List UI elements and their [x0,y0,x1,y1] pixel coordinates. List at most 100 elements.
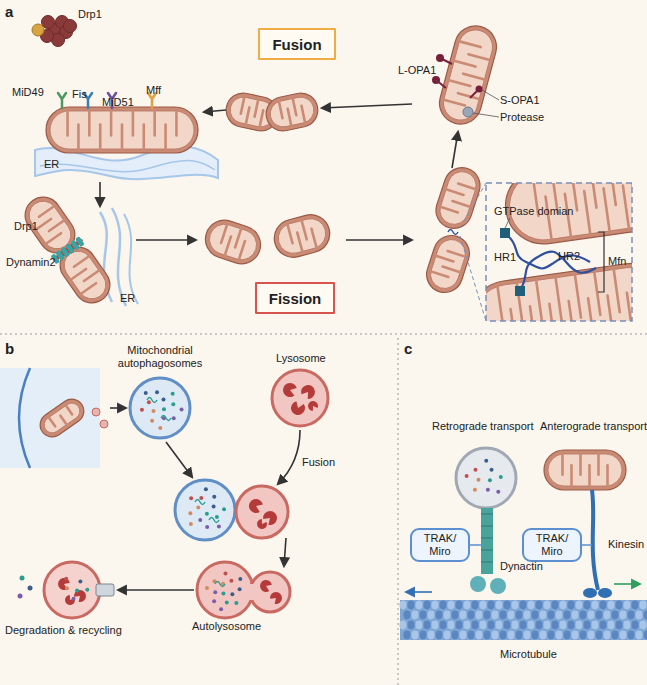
illustration-circle [151,409,155,413]
illustration-rect [206,220,261,263]
mitochondrion [431,163,484,233]
illustration-path [279,101,283,118]
illustration-rect [0,368,100,468]
illustration-ellipse [507,631,514,640]
illustration-ellipse [547,631,554,640]
illustration-ellipse [619,611,626,620]
illustration-ellipse [495,621,502,630]
illustration-circle [175,480,235,540]
part-label: Protease [500,111,544,124]
node-text: TRAK/ Miro [534,532,570,558]
illustration-ellipse [539,611,546,620]
illustration-path [570,465,573,486]
illustration-ellipse [419,611,426,620]
mitochondrion [422,231,474,297]
illustration-ellipse [627,611,634,620]
illustration-path [449,80,470,86]
illustration-path [291,401,305,415]
mitochondrion [263,90,321,134]
illustration-ellipse [407,621,414,630]
illustration-ellipse [543,621,550,630]
illustration-ellipse [523,631,530,640]
illustration-path [590,183,596,208]
illustration-path [270,592,282,604]
illustration-ellipse [435,631,442,640]
illustration-ellipse [491,631,498,640]
illustration-circle [490,468,494,472]
illustration-circle [150,419,154,423]
illustration-ellipse [487,621,494,630]
illustration-ellipse [543,601,550,610]
panel-letter: c [404,342,412,355]
illustration-ellipse [579,611,586,620]
part-label: Retrograde transport [432,420,534,433]
illustration-path [260,580,272,592]
illustration-ellipse [479,621,486,630]
illustration-ellipse [427,631,434,640]
illustration-circle [197,562,253,618]
illustration-path [592,490,598,590]
part-label: S-OPA1 [500,94,540,107]
illustration-ellipse [475,611,482,620]
illustration-ellipse [598,588,612,598]
illustration-circle [18,594,23,599]
illustration-circle [473,468,477,472]
illustration-path [561,454,564,475]
illustration-rect [75,236,85,247]
illustration-ellipse [635,631,642,640]
illustration-ellipse [423,601,430,610]
illustration-ellipse [635,611,642,620]
illustration-rect [200,215,265,268]
illustration-path [175,111,178,136]
illustration-path [283,383,297,397]
illustration-path [575,275,581,318]
panel-b-art [0,368,328,618]
illustration-path [112,208,126,306]
illustration-circle [436,54,444,62]
illustration-circle [171,392,175,396]
illustration-ellipse [563,631,570,640]
illustration-ellipse [619,631,626,640]
illustration-ellipse [407,601,414,610]
illustration-ellipse [623,621,630,630]
illustration-path [66,111,69,136]
illustration-circle [198,518,202,522]
illustration-ellipse [631,601,638,610]
illustration-path [627,293,632,321]
illustration-line [481,538,493,539]
mitochondrion [435,21,501,128]
illustration-ellipse [575,601,582,610]
illustration-line [505,218,510,228]
illustration-ellipse [515,631,522,640]
illustration-ellipse [475,631,482,640]
illustration-ellipse [527,621,534,630]
illustration-path [297,233,302,252]
node-text: Fusion [272,36,321,53]
illustration-path [132,111,135,136]
illustration-ellipse [603,611,610,620]
part-label: Mitochondrial autophagosomes [110,344,210,370]
illustration-circle [140,408,144,412]
illustration-ellipse [555,631,562,640]
illustration-path [215,582,225,587]
illustration-ellipse [559,601,566,610]
illustration-rect [422,231,474,297]
illustration-circle [212,495,216,499]
illustration-rect [41,400,83,436]
illustration-path [614,270,620,313]
illustration-circle [144,391,148,395]
illustration-ellipse [503,601,510,610]
illustration-line [470,544,481,546]
illustration-ellipse [467,611,474,620]
illustration-path [448,251,465,257]
illustration-path [66,405,72,414]
part-label: Drp1 [78,8,102,21]
flow-arrow [322,104,412,108]
illustration-line [582,544,592,546]
illustration-line [460,183,486,228]
part-label: Autolysosome [192,620,261,633]
illustration-circle [65,586,69,590]
illustration-ellipse [611,611,618,620]
